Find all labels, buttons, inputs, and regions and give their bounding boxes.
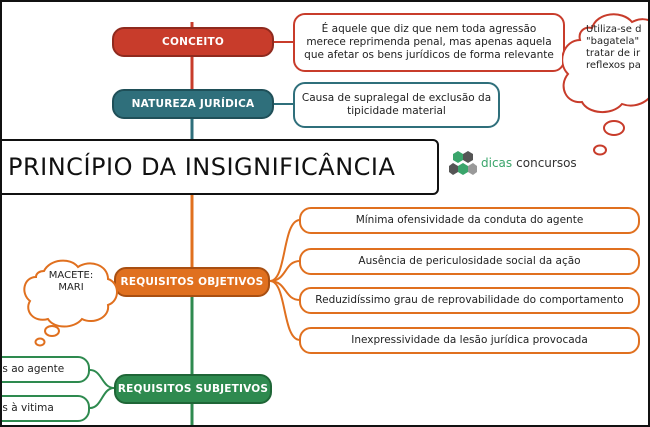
objetivos-label: REQUISITOS OBJETIVOS [120,276,264,288]
cube-cluster-icon [449,151,477,175]
objetivo-item: Ausência de periculosidade social da açã… [299,248,640,275]
conceito-node: CONCEITO [112,27,274,57]
natureza-node: NATUREZA JURÍDICA [112,89,274,119]
macete-cloud [23,259,118,347]
objetivos-node: REQUISITOS OBJETIVOS [114,267,270,297]
subjetivos-label: REQUISITOS SUBJETIVOS [117,383,269,395]
natureza-note: Causa de supralegal de exclusão da tipic… [293,82,500,128]
natureza-label: NATUREZA JURÍDICA [131,98,255,110]
objetivo-item: Inexpressividade da lesão jurídica provo… [299,327,640,354]
brand-part2: concursos [516,156,577,170]
thought-cloud [562,13,648,156]
brand-logo: dicas concursos [449,150,577,176]
thought-cloud-text: Utiliza-se d "bagatela" tratar de ir ref… [586,24,642,71]
macete-text: MACETE: MARI [48,270,94,293]
brand-part1: dicas [481,156,513,170]
subjetivo-item: os ao agente [2,356,90,383]
subjetivos-node: REQUISITOS SUBJETIVOS [114,374,272,404]
objetivo-item: Mínima ofensividade da conduta do agente [299,207,640,234]
page-title: PRINCÍPIO DA INSIGNIFICÂNCIA [2,139,439,195]
subjetivo-item: os à vitima [2,395,90,422]
conceito-label: CONCEITO [162,36,224,48]
conceito-note: É aquele que diz que nem toda agressão m… [293,13,565,72]
objetivo-item: Reduzidíssimo grau de reprovabilidade do… [299,287,640,314]
